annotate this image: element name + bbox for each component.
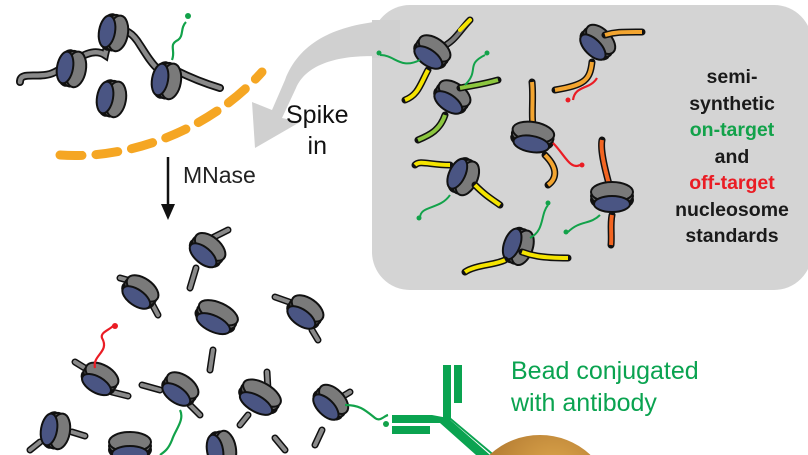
chromatin-fiber [16,10,224,121]
spike-in-arrow [252,20,400,148]
standards-off-target: off-target [689,172,775,194]
standards-description: semi- synthetic on-target and off-target… [652,64,808,250]
spike-in-label: Spike in [286,100,349,162]
antibody [392,365,495,455]
bead-label-line1: Bead conjugated [511,357,699,385]
spike-in-label-line2: in [307,132,327,160]
mononucleosomes [26,225,389,455]
standards-line-1: semi- [706,66,758,88]
standards-line-2: synthetic [689,92,775,115]
standards-line-6: nucleosome [675,198,789,221]
spike-in-label-line1: Spike [286,101,349,129]
standards-on-target: on-target [689,119,775,141]
mnase-label: MNase [183,162,256,188]
nucleus-boundary [55,67,267,161]
bead [489,435,591,455]
mnase-arrow [161,157,175,220]
on-target-mark [170,21,187,61]
standards-panel [372,5,808,290]
bead-label-line2: with antibody [511,389,657,417]
standards-and: and [714,145,750,168]
bead-antibody-label: Bead conjugated with antibody [511,355,699,419]
standards-nucleosomes [376,16,646,276]
standards-line-7: standards [685,225,779,247]
